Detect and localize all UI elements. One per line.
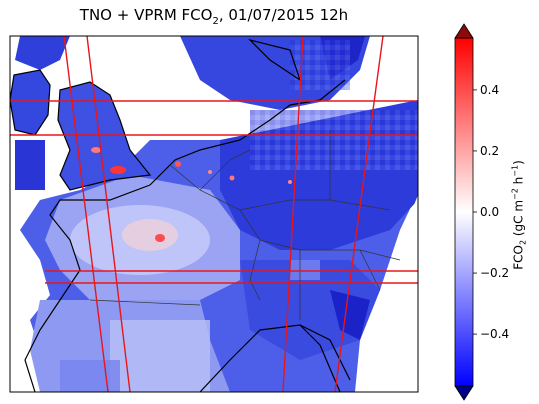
- map-frame: [9, 35, 419, 393]
- colorbar-tick-label: 0.4: [480, 83, 499, 97]
- orbit-tracks: [10, 36, 418, 392]
- orbit-line-diag-4: [334, 36, 384, 392]
- colorbar-gradient: [455, 38, 473, 386]
- map-panel: [10, 36, 418, 392]
- colorbar-tick-label: 0.0: [480, 205, 499, 219]
- orbit-line-diag-2: [86, 36, 131, 392]
- great-britain: [58, 82, 150, 190]
- ireland: [10, 70, 50, 135]
- colorbar: 0.4 0.2 0.0 −0.2 −0.4: [454, 23, 509, 401]
- alps-region: [240, 260, 380, 360]
- colorbar-label: FCO2 (gC m−2 h−1): [510, 160, 528, 270]
- colorbar-tick-label: −0.2: [480, 266, 509, 280]
- orbit-line-diag-3: [282, 36, 304, 392]
- coastlines: [10, 38, 351, 392]
- colorbar-tick-label: −0.4: [480, 327, 509, 341]
- map-title: TNO + VPRM FCO2, 01/07/2015 12h: [79, 6, 349, 27]
- orbit-line-diag-1: [63, 36, 109, 392]
- colorbar-tick-label: 0.2: [480, 144, 499, 158]
- colorbar-extend-min: [454, 385, 474, 401]
- colorbar-extend-max: [454, 23, 474, 39]
- colorbar-ticks: 0.4 0.2 0.0 −0.2 −0.4: [473, 83, 509, 341]
